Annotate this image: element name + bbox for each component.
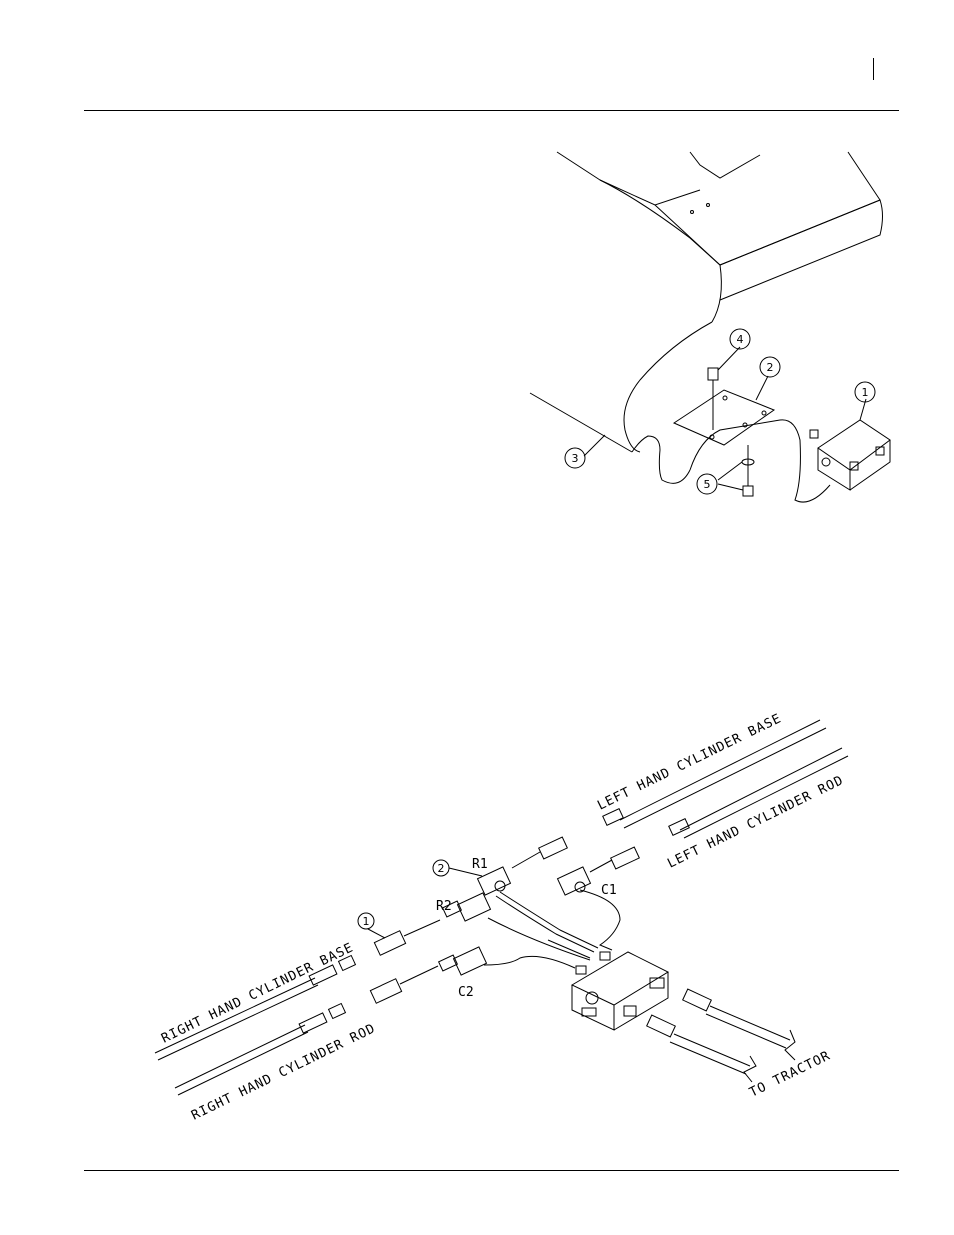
elbow-c2: [439, 947, 487, 975]
callout-3-top: 3: [565, 448, 585, 468]
svg-text:2: 2: [767, 361, 774, 374]
port-label-c2: C2: [458, 985, 474, 1000]
port-label-c1: C1: [601, 883, 617, 898]
port-label-r1: R1: [472, 857, 488, 872]
top-callout-leaders: [584, 347, 866, 490]
svg-text:5: 5: [704, 478, 711, 491]
label-right-hand-cylinder-rod: RIGHT HAND CYLINDER ROD: [189, 1021, 378, 1123]
callout-1-bottom: 1: [358, 913, 385, 938]
callout-1-top: 1: [855, 382, 875, 402]
label-left-hand-cylinder-rod: LEFT HAND CYLINDER ROD: [665, 773, 846, 872]
valve-block-bottom: [572, 952, 668, 1030]
callout-5-top: 5: [697, 474, 717, 494]
port-label-r2: R2: [436, 899, 452, 914]
top-figure-frame-panel: [530, 152, 883, 502]
valve-block-top: [810, 420, 890, 490]
label-right-hand-cylinder-base: RIGHT HAND CYLINDER BASE: [159, 940, 356, 1046]
mounting-plate: [674, 368, 774, 496]
callout-2-top: 2: [760, 357, 780, 377]
tractor-hoses: [647, 989, 795, 1082]
svg-text:2: 2: [438, 862, 445, 875]
svg-text:4: 4: [737, 333, 744, 346]
svg-text:1: 1: [862, 386, 869, 399]
label-to-tractor: TO TRACTOR: [747, 1048, 833, 1100]
svg-text:3: 3: [572, 452, 579, 465]
elbow-c1: [558, 867, 591, 895]
svg-text:1: 1: [363, 915, 370, 928]
callout-4-top: 4: [730, 329, 750, 349]
